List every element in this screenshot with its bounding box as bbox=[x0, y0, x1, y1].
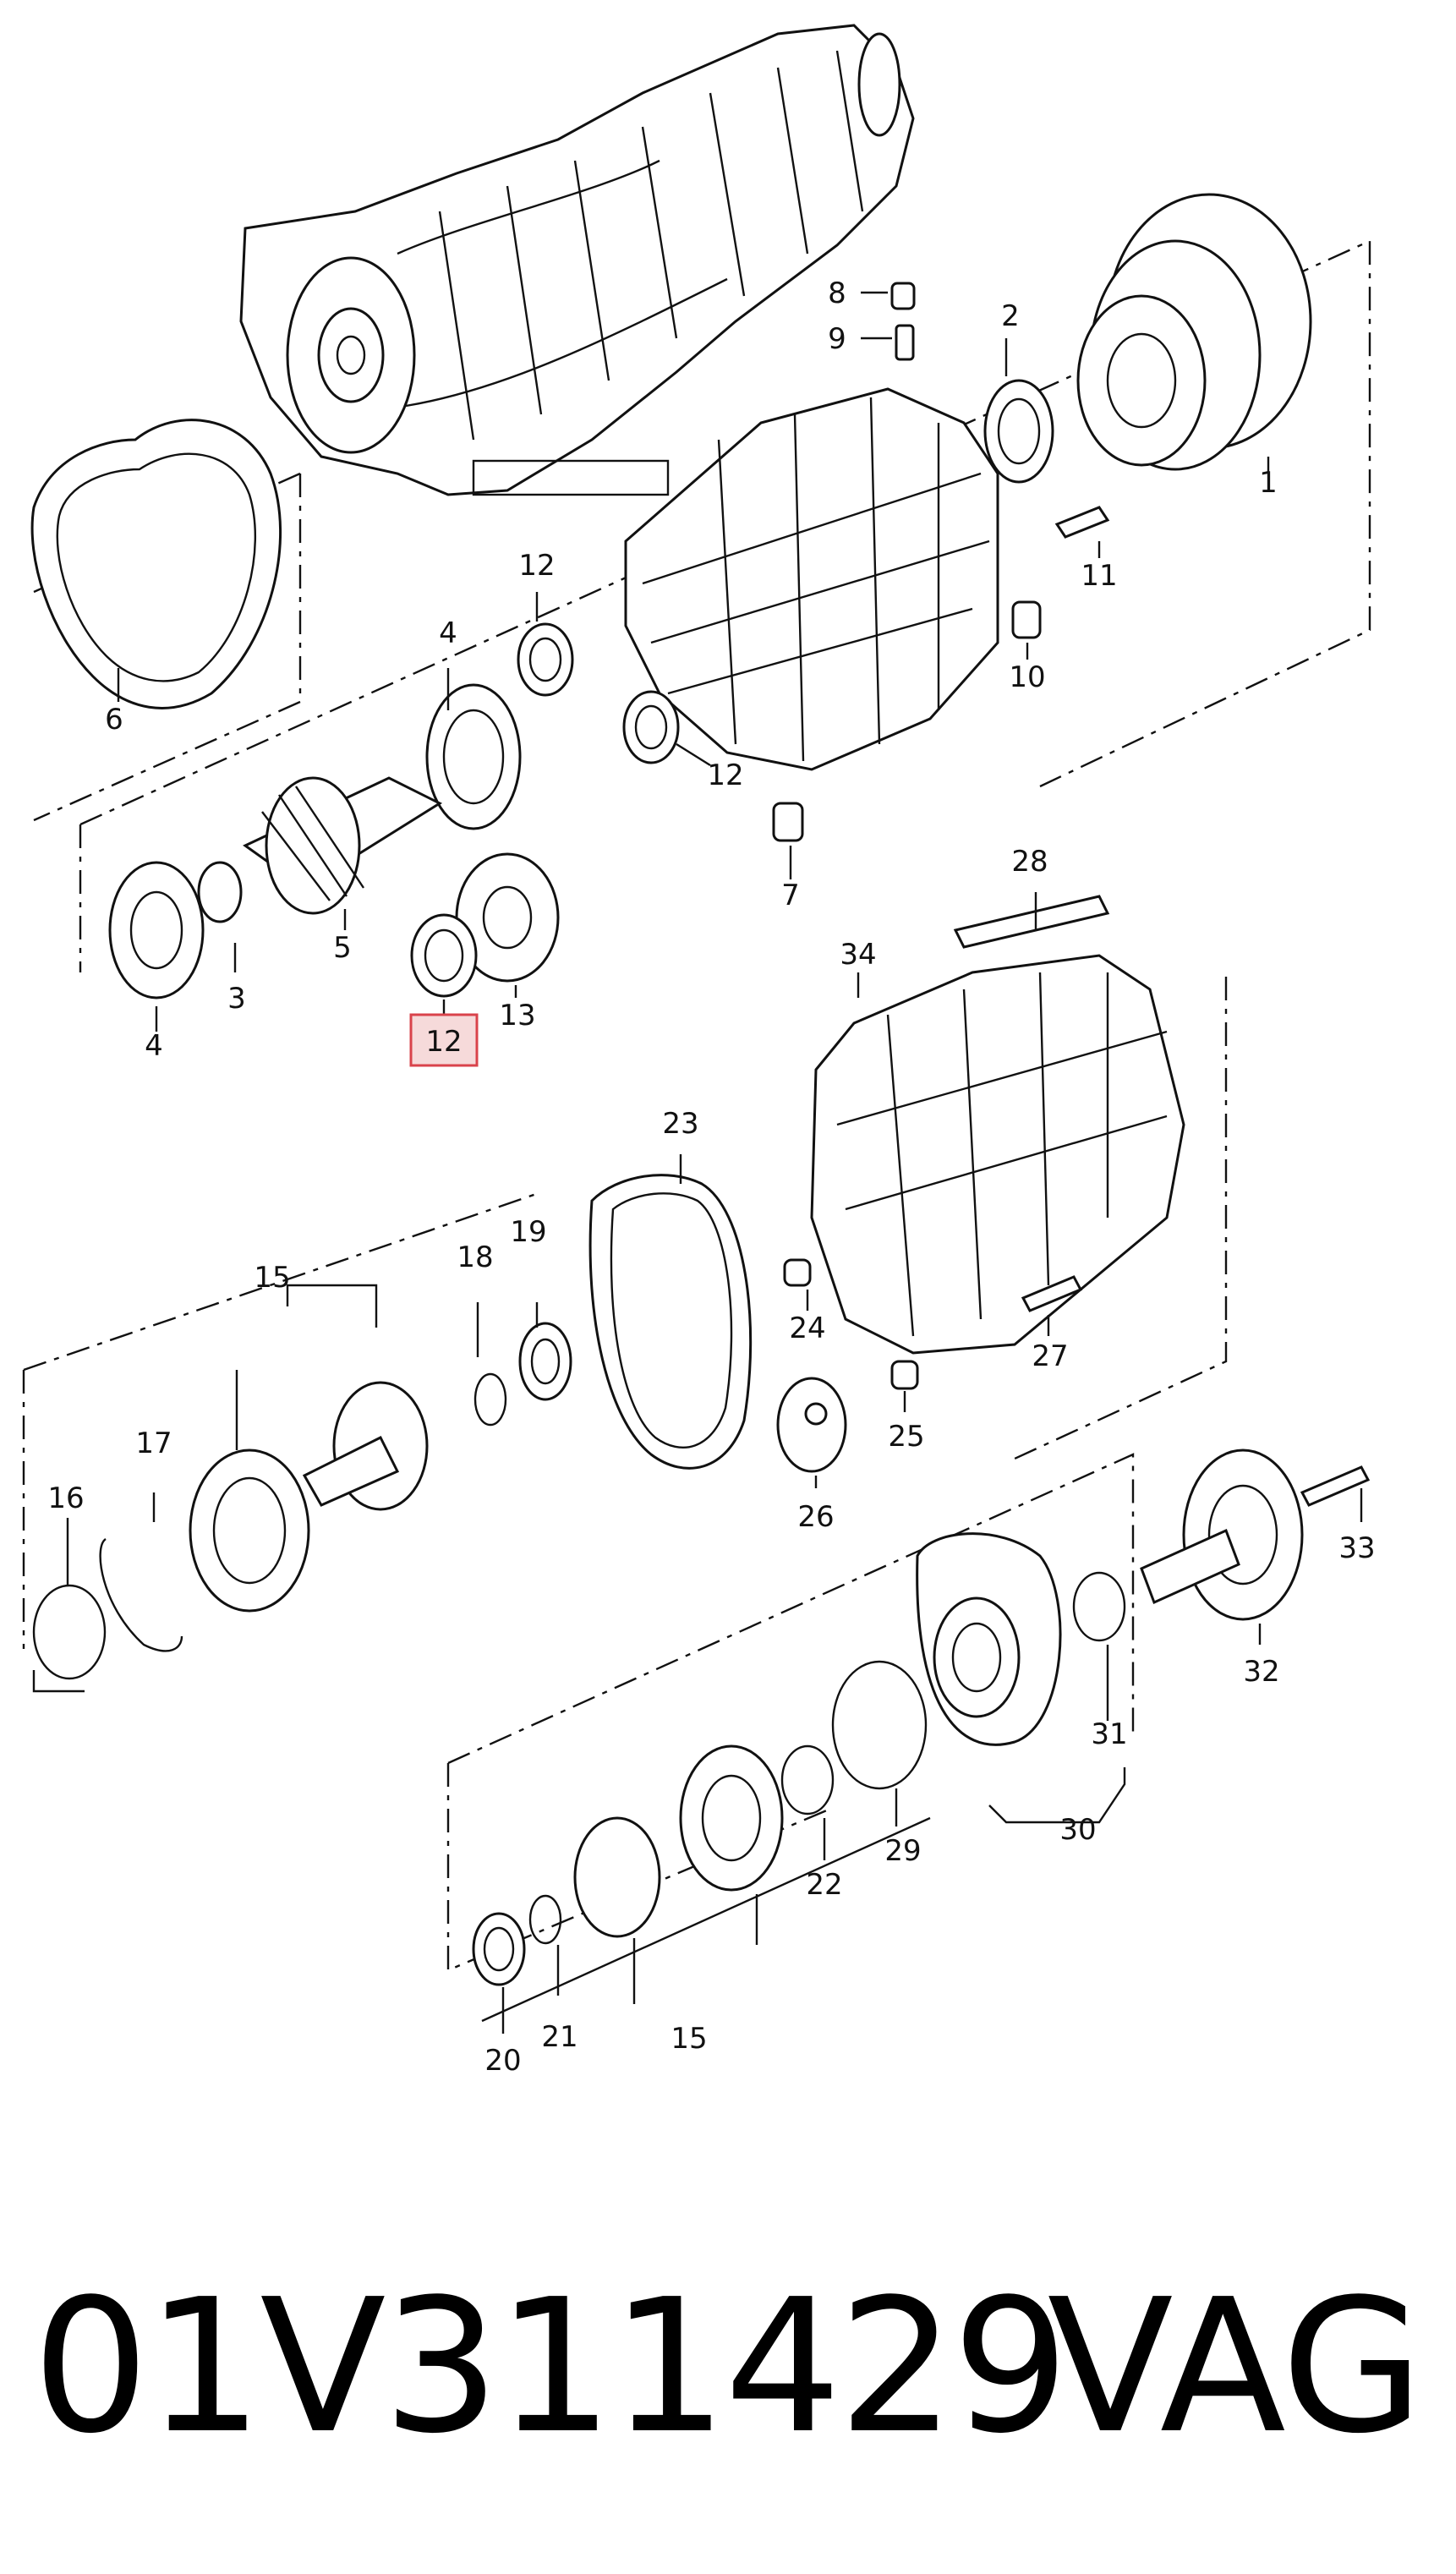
callout-31: 31 bbox=[1091, 1717, 1127, 1751]
gasket-6 bbox=[30, 419, 282, 709]
callout-25: 25 bbox=[888, 1420, 924, 1454]
callout-21: 21 bbox=[541, 2020, 577, 2054]
input-shaft-assembly bbox=[108, 683, 522, 999]
callout-23: 23 bbox=[662, 1107, 698, 1141]
callout-15-upper: 15 bbox=[254, 1261, 290, 1295]
leader-lines bbox=[32, 291, 1363, 2034]
callout-12-upper: 12 bbox=[518, 549, 555, 583]
exploded-parts-diagram: 1 2 3 4 4 5 6 7 8 9 10 11 12 12 12 13 15… bbox=[22, 24, 1376, 2078]
gasket-23 bbox=[588, 1174, 753, 1470]
callout-4-upper: 4 bbox=[439, 616, 457, 650]
callout-18: 18 bbox=[457, 1240, 493, 1274]
callout-1: 1 bbox=[1259, 466, 1278, 500]
callout-12-middle: 12 bbox=[707, 759, 743, 792]
callout-29: 29 bbox=[884, 1834, 921, 1868]
part-number: 01V311429 bbox=[32, 2260, 1070, 2474]
callout-12-highlighted: 12 bbox=[425, 1025, 462, 1059]
callout-27: 27 bbox=[1032, 1339, 1068, 1373]
callout-24: 24 bbox=[789, 1312, 825, 1345]
callout-9: 9 bbox=[828, 322, 846, 356]
transfer-gear-15-assembly bbox=[32, 1322, 572, 1680]
intermediate-housing bbox=[624, 387, 999, 771]
callout-10: 10 bbox=[1009, 660, 1045, 694]
callout-15-lower: 15 bbox=[671, 2022, 707, 2056]
callout-labels: 1 2 3 4 4 5 6 7 8 9 10 11 12 12 12 13 15… bbox=[47, 277, 1375, 2078]
gear-13-and-bearing-12 bbox=[410, 852, 560, 998]
callout-20: 20 bbox=[484, 2044, 521, 2078]
callout-16: 16 bbox=[47, 1481, 84, 1515]
callout-4-lower: 4 bbox=[145, 1029, 163, 1063]
brand-name: VAG bbox=[1047, 2260, 1424, 2474]
callout-17: 17 bbox=[135, 1427, 172, 1460]
callout-3: 3 bbox=[227, 982, 246, 1016]
callout-11: 11 bbox=[1081, 559, 1117, 593]
callout-34: 34 bbox=[840, 938, 876, 972]
callout-30: 30 bbox=[1059, 1813, 1096, 1847]
callout-22: 22 bbox=[806, 1868, 842, 1902]
callout-28: 28 bbox=[1011, 845, 1048, 879]
highlighted-callout-box bbox=[409, 1013, 479, 1067]
cover-30 bbox=[916, 1532, 1062, 1746]
callout-26: 26 bbox=[797, 1500, 834, 1534]
transmission-housing bbox=[239, 24, 915, 496]
seal-2 bbox=[983, 379, 1054, 484]
caption: 01V311429 VAG bbox=[0, 2249, 1456, 2486]
callout-13: 13 bbox=[499, 999, 535, 1032]
callout-8: 8 bbox=[828, 277, 846, 310]
bearing-12-upper bbox=[517, 622, 680, 764]
callout-5: 5 bbox=[333, 931, 352, 965]
rear-housing-34 bbox=[810, 895, 1185, 1355]
small-parts-middle bbox=[776, 1258, 1083, 1473]
small-parts-top bbox=[772, 282, 1110, 842]
callout-6: 6 bbox=[105, 703, 123, 737]
callout-19: 19 bbox=[510, 1215, 546, 1249]
callout-32: 32 bbox=[1243, 1655, 1279, 1689]
flange-1 bbox=[1076, 193, 1312, 471]
lower-gear-assembly bbox=[472, 1660, 928, 1986]
callout-7: 7 bbox=[781, 879, 800, 912]
callout-33: 33 bbox=[1338, 1531, 1375, 1565]
callout-2: 2 bbox=[1001, 299, 1020, 333]
output-flange-32 bbox=[1072, 1449, 1371, 1642]
